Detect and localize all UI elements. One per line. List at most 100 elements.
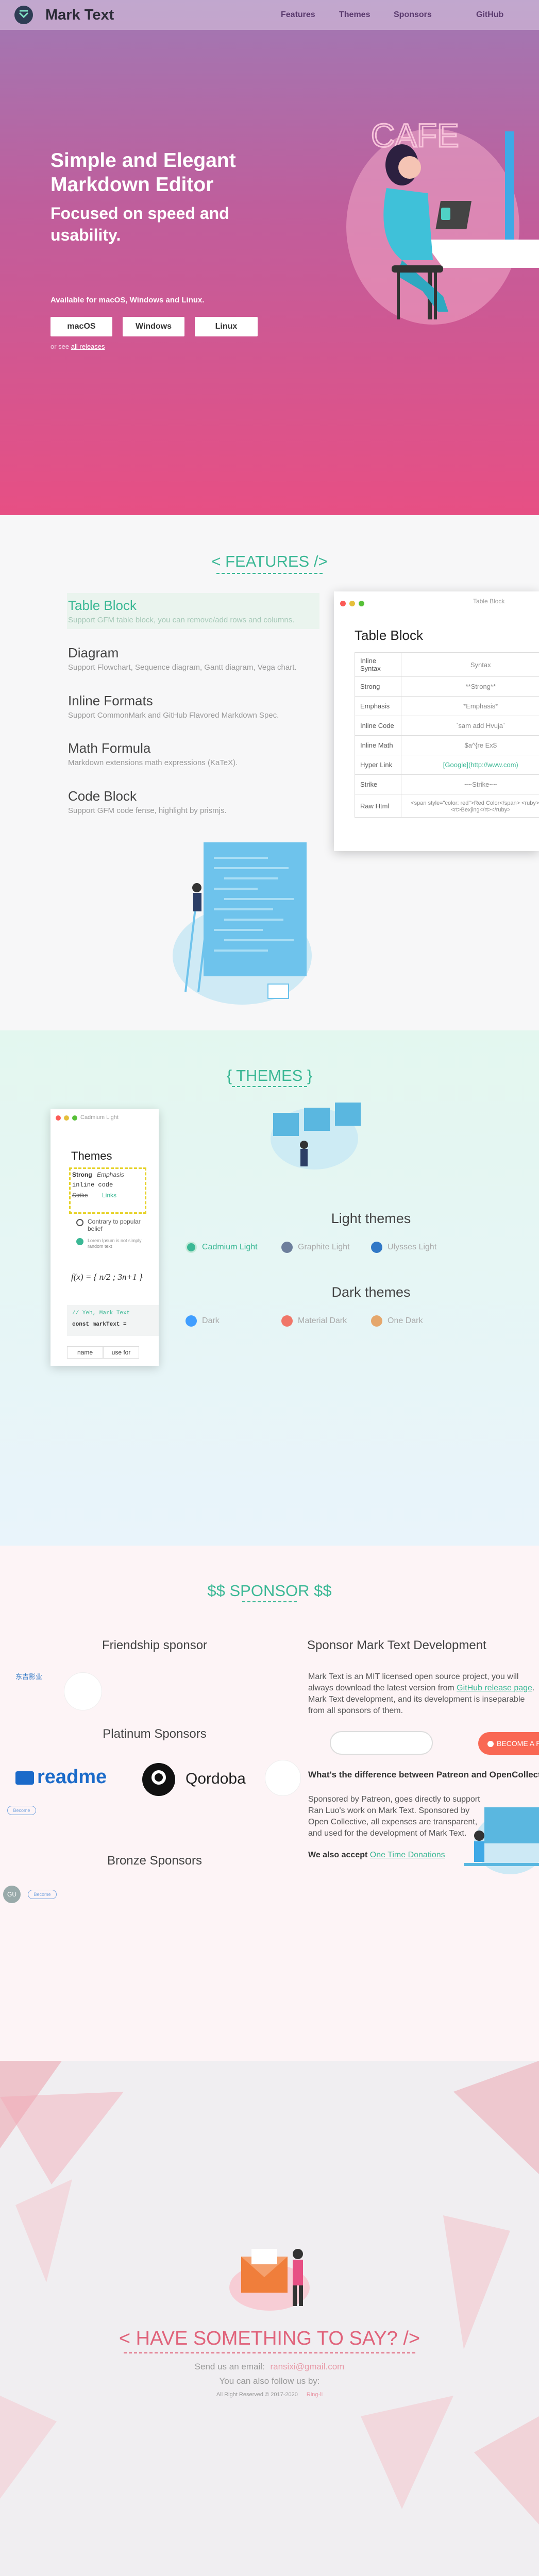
cafe-sign-text: CAFE	[371, 117, 459, 154]
one-time-donations-link[interactable]: One Time Donations	[369, 1851, 445, 1859]
patreon-icon	[487, 1741, 494, 1748]
preview-inline-code: inline code	[72, 1181, 113, 1189]
sponsor-title-underline	[242, 1601, 297, 1602]
all-releases-text: or see all releases	[50, 343, 105, 350]
theme-color-dot-icon	[186, 1315, 197, 1327]
preview-task-item: Contrary to popular belief	[88, 1218, 141, 1232]
contact-title-underline	[124, 2352, 415, 2353]
hero-title: Simple and Elegant Markdown Editor	[50, 149, 236, 196]
checkbox-unchecked-icon	[76, 1219, 83, 1226]
qordoba-q-icon	[142, 1763, 175, 1796]
window-minimize-icon	[64, 1115, 69, 1121]
feature-desc: Markdown extensions math expressions (Ka…	[68, 758, 238, 767]
feature-item-code-block[interactable]: Code Block Support GFM code fense, highl…	[68, 788, 331, 815]
feature-desc: Support Flowchart, Sequence diagram, Gan…	[68, 663, 297, 672]
table-cell: Inline Code	[355, 716, 401, 736]
brand-name[interactable]: Mark Text	[45, 7, 114, 23]
readme-sponsor-logo[interactable]: readme	[15, 1766, 107, 1788]
table-cell: use for	[103, 1346, 139, 1359]
one-time-label: We also accept	[308, 1851, 368, 1859]
feature-item-diagram[interactable]: Diagram Support Flowchart, Sequence diag…	[68, 645, 331, 672]
become-sponsor-badge[interactable]: Become	[7, 1806, 36, 1815]
sponsor-description-text: Mark Text is an MIT licensed open source…	[308, 1672, 519, 1692]
sponsor-title: $$ SPONSOR $$	[207, 1582, 332, 1600]
feature-desc: Support GFM table block, you can remove/…	[68, 616, 295, 624]
features-title-underline	[216, 573, 323, 574]
theme-option-one-dark[interactable]: One Dark	[371, 1315, 423, 1327]
table-row: Emphasis*Emphasis*	[355, 696, 539, 716]
theme-option-ulysses-light[interactable]: Ulysses Light	[371, 1242, 436, 1253]
feature-item-inline-formats[interactable]: Inline Formats Support CommonMark and Gi…	[68, 693, 331, 720]
theme-option-graphite-light[interactable]: Graphite Light	[281, 1242, 350, 1253]
copyright-line: All Right Reserved © 2017-2020 Ring-li	[0, 2392, 539, 2398]
sponsor-illustration	[464, 1792, 539, 1879]
feature-desc: Support GFM code fense, highlight by pri…	[68, 806, 227, 815]
nav-link-github[interactable]: GitHub	[476, 10, 504, 19]
preview-strike: Strike	[72, 1192, 88, 1199]
table-row: Strong**Strong**	[355, 676, 539, 697]
theme-option-label: Ulysses Light	[388, 1243, 437, 1252]
qordoba-sponsor-logo[interactable]: Qordoba	[186, 1770, 246, 1787]
readme-label: readme	[37, 1766, 107, 1788]
table-cell: ~~Strike~~	[400, 774, 539, 794]
hero-subtitle: Focused on speed and usability.	[50, 204, 229, 244]
theme-preview-selection	[69, 1167, 146, 1214]
platinum-sponsors-heading: Platinum Sponsors	[103, 1727, 207, 1741]
marktext-logo-icon[interactable]	[14, 6, 33, 24]
table-cell: Raw Html	[355, 794, 401, 818]
become-bronze-sponsor-badge[interactable]: Become	[28, 1890, 57, 1899]
theme-option-label: Cadmium Light	[202, 1243, 258, 1252]
sponsor-section	[0, 1546, 539, 2061]
friendship-sponsor-heading: Friendship sponsor	[102, 1638, 208, 1652]
github-release-link[interactable]: GitHub release page	[457, 1684, 532, 1692]
table-cell: `sam add Hvuja`	[400, 716, 539, 736]
table-cell: name	[67, 1346, 103, 1359]
theme-option-material-dark[interactable]: Material Dark	[281, 1315, 347, 1327]
sponsor-avatar-placeholder[interactable]	[64, 1672, 102, 1710]
table-cell: Strong	[355, 676, 401, 697]
theme-color-dot-icon	[281, 1315, 293, 1327]
contact-illustration	[215, 2226, 324, 2313]
download-linux-button[interactable]: Linux	[195, 317, 258, 336]
light-themes-heading: Light themes	[331, 1211, 411, 1226]
download-macos-button[interactable]: macOS	[50, 317, 112, 336]
nav-link-themes[interactable]: Themes	[339, 10, 370, 19]
theme-option-dark[interactable]: Dark	[186, 1315, 220, 1327]
email-line: Send us an email: ransixi@gmail.com	[0, 2362, 539, 2372]
email-link[interactable]: ransixi@gmail.com	[270, 2362, 345, 2371]
contact-section	[0, 2061, 539, 2576]
download-windows-button[interactable]: Windows	[123, 317, 184, 336]
sponsor-avatar-placeholder[interactable]	[265, 1760, 301, 1796]
table-row: Inline Math$a^{re Ex$	[355, 735, 539, 755]
bronze-sponsor-avatar[interactable]: GU	[3, 1886, 21, 1903]
table-cell: Inline Syntax	[355, 652, 401, 677]
feature-name: Inline Formats	[68, 693, 153, 708]
theme-option-label: One Dark	[388, 1316, 423, 1326]
friendship-sponsor-logo[interactable]: 东吉影业	[15, 1673, 43, 1681]
theme-selected-check-icon	[186, 1242, 197, 1253]
contact-title: < HAVE SOMETHING TO SAY? />	[119, 2328, 420, 2349]
table-cell: $a^{re Ex$	[400, 735, 539, 755]
feature-name: Code Block	[68, 788, 137, 804]
feature-item-table-block[interactable]: Table Block Support GFM table block, you…	[68, 598, 331, 624]
theme-color-dot-icon	[281, 1242, 293, 1253]
table-row: Strike~~Strike~~	[355, 774, 539, 794]
feature-name: Math Formula	[68, 740, 151, 756]
email-label: Send us an email:	[194, 2362, 265, 2371]
nav-link-features[interactable]: Features	[281, 10, 315, 19]
theme-option-cadmium-light[interactable]: Cadmium Light	[186, 1242, 258, 1253]
theme-option-label: Material Dark	[298, 1316, 347, 1326]
nav-link-sponsors[interactable]: Sponsors	[394, 10, 432, 19]
table-cell: Inline Math	[355, 735, 401, 755]
become-patron-button[interactable]: BECOME A PATRON	[478, 1732, 539, 1755]
open-collective-button[interactable]	[330, 1731, 433, 1755]
all-releases-link[interactable]: all releases	[71, 343, 105, 350]
table-cell: Syntax	[400, 652, 539, 677]
theme-color-dot-icon	[371, 1315, 382, 1327]
feature-item-math-formula[interactable]: Math Formula Markdown extensions math ex…	[68, 740, 331, 767]
copyright-text: All Right Reserved © 2017-2020	[216, 2392, 298, 2398]
author-link[interactable]: Ring-li	[306, 2392, 323, 2398]
